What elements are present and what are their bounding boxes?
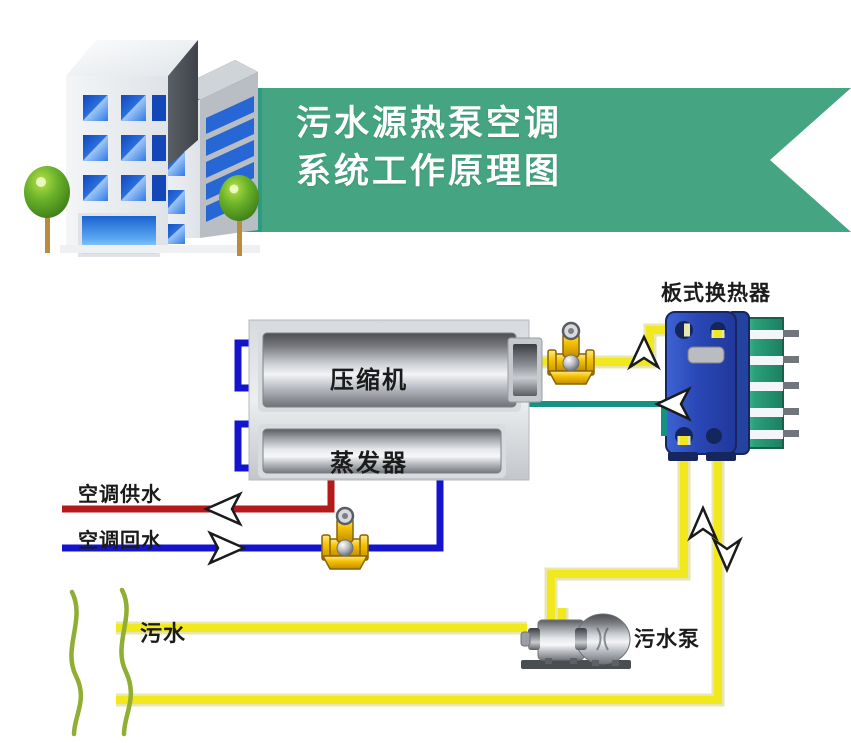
tree-icon <box>24 166 70 253</box>
plate-heat-exchanger-label: 板式换热器 <box>661 281 771 305</box>
building-windows <box>83 95 166 201</box>
sewage-pump <box>520 613 631 669</box>
ac-return-pipe <box>62 478 444 552</box>
flow-arrowheads <box>202 334 743 574</box>
sewage-pump-label: 污水泵 <box>634 627 700 651</box>
ac-return-label: 空调回水 <box>78 528 162 552</box>
title-banner <box>196 88 851 232</box>
evaporator-label: 蒸发器 <box>330 449 408 477</box>
compressor-vessel <box>258 328 543 412</box>
heat-medium-pipe <box>517 401 667 432</box>
ac-supply-label: 空调供水 <box>78 482 162 506</box>
evaporator-vessel <box>258 424 506 478</box>
plate-heat-exchanger <box>665 311 799 461</box>
sewage-loop-pipe-overlay <box>677 323 725 445</box>
tree-icon <box>219 175 259 256</box>
ac-supply-pipe <box>62 480 335 513</box>
compressor-label: 压缩机 <box>330 366 408 394</box>
sewage-channel-banks <box>69 587 134 737</box>
office-building-illustration <box>60 40 260 257</box>
circulation-pump-valve-ac <box>321 506 369 570</box>
sewage-water-label: 污水 <box>140 622 187 647</box>
circulation-pump-valve-sewage <box>547 321 595 385</box>
